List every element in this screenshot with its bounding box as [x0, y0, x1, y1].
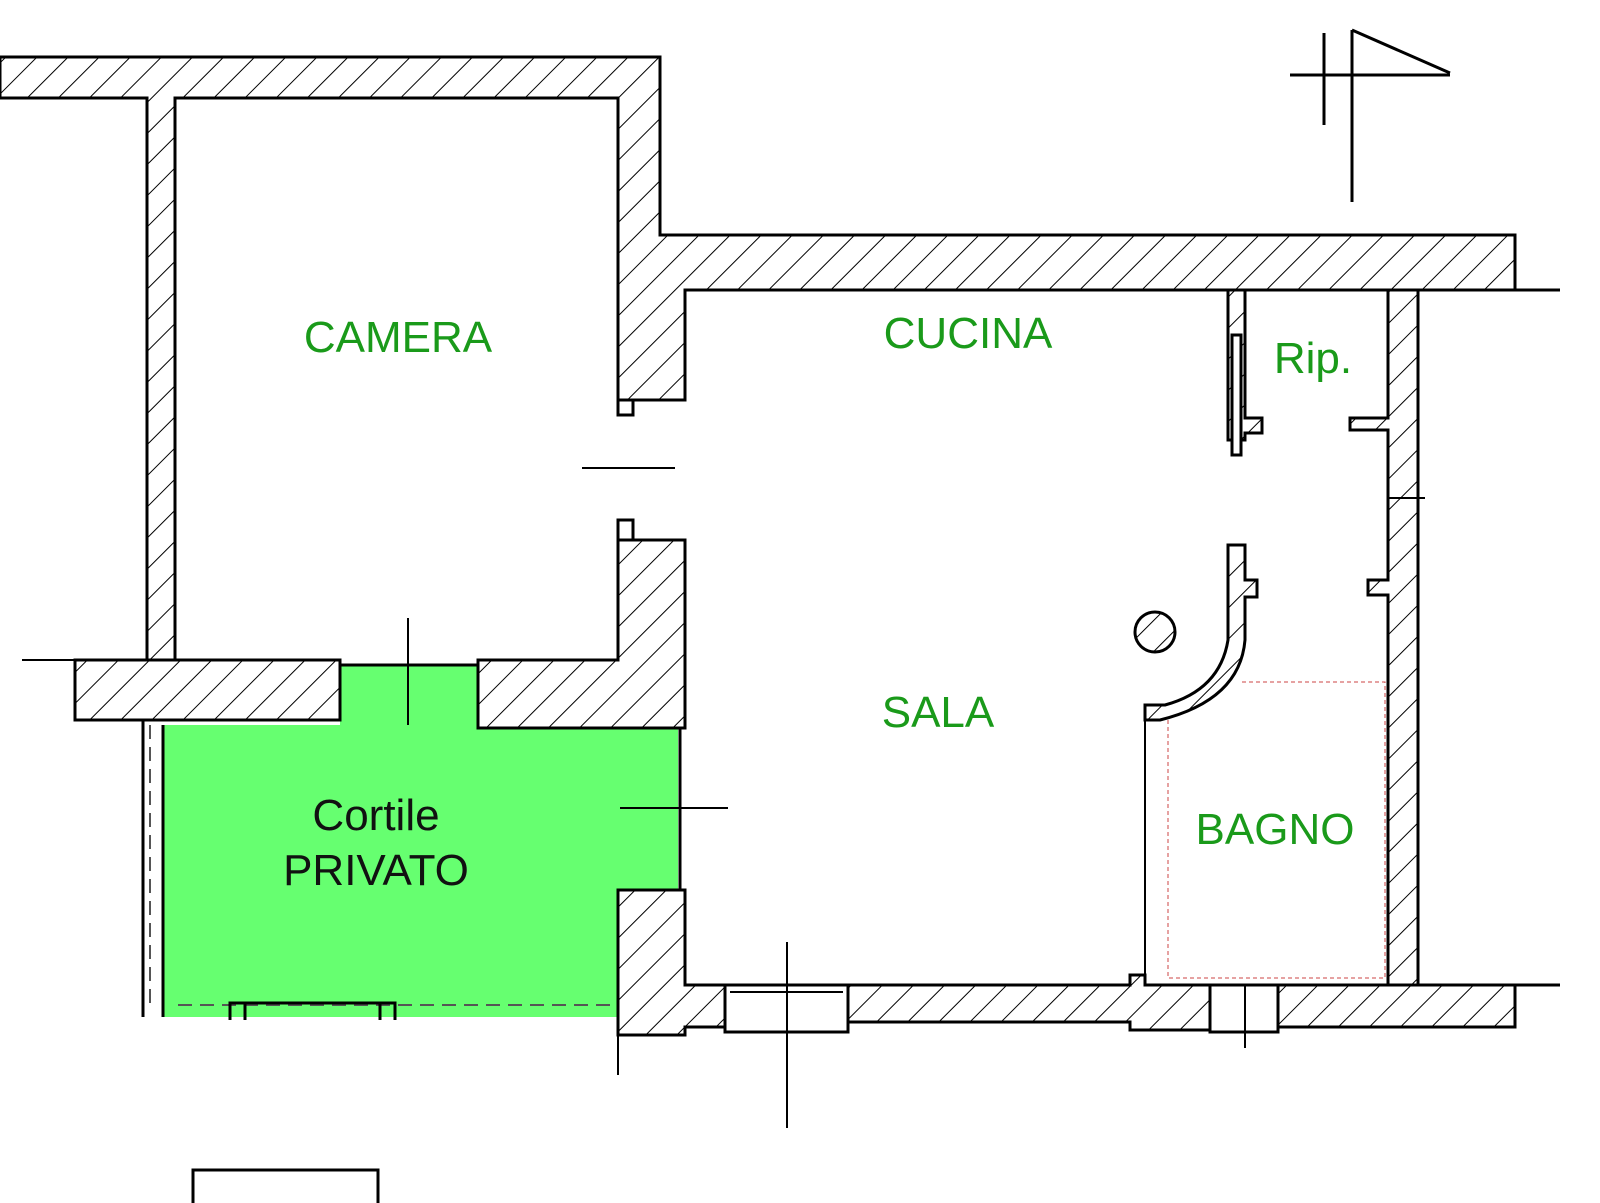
north-arrow-icon	[1290, 28, 1451, 202]
room-label-ripostiglio: Rip.	[1274, 334, 1352, 383]
room-label-cucina: CUCINA	[884, 309, 1053, 358]
walls	[0, 55, 1560, 1203]
courtyard-label-line1: Cortile	[312, 791, 439, 840]
room-label-camera: CAMERA	[304, 313, 493, 362]
room-label-bagno: BAGNO	[1196, 805, 1355, 854]
courtyard-area	[163, 665, 678, 1020]
courtyard-label-line2: PRIVATO	[283, 846, 469, 895]
room-label-sala: SALA	[882, 688, 995, 737]
